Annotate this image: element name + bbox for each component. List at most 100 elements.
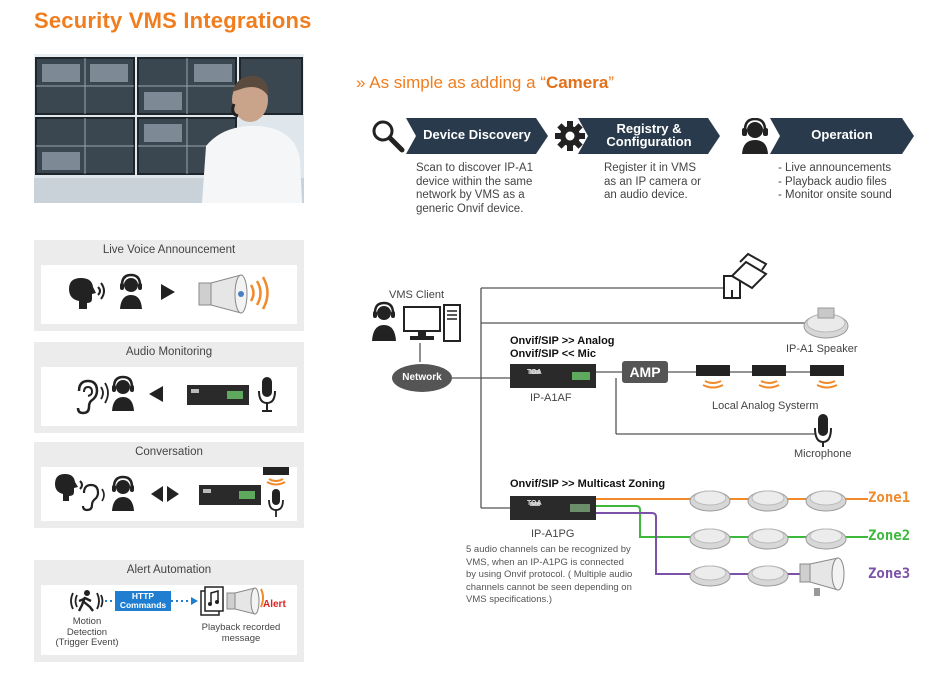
note-line: VMS specifications.) <box>466 594 553 605</box>
ip-a1af-device-icon <box>510 364 596 388</box>
alert-text: Alert <box>263 599 286 610</box>
sound-waves-icon <box>249 276 269 310</box>
http-label-line1: HTTP <box>131 591 155 601</box>
note-line: channels cannot be seen depending on <box>466 581 632 593</box>
desc-line: - Playback audio files <box>778 175 887 188</box>
zone2-speaker <box>805 528 847 550</box>
zone3-speaker <box>747 565 789 587</box>
vms-client-label: VMS Client <box>389 289 445 301</box>
http-commands-badge <box>115 591 171 611</box>
network-lines <box>419 287 815 509</box>
amp-box <box>622 361 668 383</box>
gear-icon <box>555 121 585 151</box>
page-title: Security VMS Integrations <box>34 8 312 33</box>
microphone-icon <box>268 489 284 517</box>
desc-line: Register it in VMS <box>604 162 697 174</box>
subtitle: » As simple as adding a “Camera” <box>356 73 614 93</box>
panel-inner <box>41 467 297 521</box>
cctv-camera-icon <box>723 252 768 299</box>
ear-icon <box>76 379 109 415</box>
zone2-label: Zone2 <box>868 528 911 544</box>
step-device-discovery-label: Device Discovery <box>423 127 531 142</box>
network-label: Network <box>402 372 442 383</box>
zone2-speaker <box>747 528 789 550</box>
operator-headset-icon <box>112 375 134 411</box>
operator-headset-icon <box>112 475 134 511</box>
horn-speaker-icon <box>226 587 260 615</box>
zone1-speaker <box>805 490 847 512</box>
ceiling-speaker-icon <box>263 467 289 486</box>
play-arrow-icon <box>161 284 175 300</box>
zone3-label: Zone3 <box>868 566 911 582</box>
zone2-speaker <box>689 528 731 550</box>
panel-audio-monitoring: Audio Monitoring <box>34 342 304 433</box>
note-line: VMS, when an IP-A1PG is connected <box>466 556 624 568</box>
desc-line: device within the same <box>416 175 533 188</box>
local-analog-label: Local Analog Systerm <box>712 400 819 412</box>
device-brand: TOA <box>527 500 542 507</box>
http-label-line2: Commands <box>119 600 167 610</box>
ip-a1pg-device-icon <box>510 496 596 520</box>
desc-line: Scan to discover IP-A1 <box>416 162 533 174</box>
operator-headset-icon <box>742 118 768 154</box>
desc-line: - Monitor onsite sound <box>778 189 892 201</box>
subtitle-bold: Camera <box>545 73 609 92</box>
microphone-label: Microphone <box>794 448 852 460</box>
desc-line: generic Onvif device. <box>416 202 524 215</box>
panel-conversation: Conversation <box>34 442 304 528</box>
step-device-discovery-desc: Scan to discover IP-A1 device within the… <box>416 162 533 216</box>
amp-label: AMP <box>629 364 661 380</box>
ip-a1af-label: IP-A1AF <box>530 392 572 404</box>
network-node <box>392 364 452 392</box>
ip-a1pg-label: IP-A1PG <box>531 528 575 540</box>
step-operation-label: Operation <box>811 127 873 142</box>
subtitle-prefix: » As simple as adding a “ <box>356 73 546 92</box>
ear-icon <box>81 483 105 512</box>
desc-line: network by VMS as a <box>416 189 525 201</box>
step-registry-label-line1: Registry & <box>616 121 682 136</box>
step-operation-desc: - Live announcements - Playback audio fi… <box>778 162 892 203</box>
note-line: 5 audio channels can be recognized by <box>466 544 631 555</box>
vms-client-workstation-icon <box>372 301 461 342</box>
multicast-label: Onvif/SIP >> Multicast Zoning <box>510 478 666 490</box>
zone1-speaker <box>689 490 731 512</box>
zone1-label: Zone1 <box>868 490 911 506</box>
analog-speaker-icon <box>696 365 730 389</box>
microphone-icon <box>814 414 832 447</box>
device-brand: TOA <box>527 369 542 376</box>
zone3-horn-speaker <box>799 557 845 596</box>
ip-a1pg-note: 5 audio channels can be recognized by VM… <box>466 544 632 607</box>
desc-line: as an IP camera or <box>604 175 701 188</box>
panel-live-voice: Live Voice Announcement <box>34 240 304 331</box>
analog-speaker-icon <box>810 365 844 389</box>
zone3-speaker <box>689 565 731 587</box>
panel-title: Conversation <box>34 442 304 463</box>
motion-label-line2: Detection <box>66 626 108 638</box>
receive-arrow-icon <box>149 386 163 402</box>
speaking-person-icon <box>55 474 83 501</box>
step-operation-arrow <box>770 118 914 154</box>
horn-speaker-icon <box>198 274 248 314</box>
zone-speakers <box>689 490 847 596</box>
panel-inner <box>41 367 297 426</box>
step-device-discovery-arrow <box>406 118 548 154</box>
audio-files-icon <box>200 586 224 616</box>
panel-inner <box>41 265 297 324</box>
analog-label-line2: Onvif/SIP << Mic <box>510 348 596 360</box>
playback-label-line1: Playback recorded <box>201 622 281 633</box>
bidirectional-arrow-icon <box>151 486 179 502</box>
step-registry-label-line2: Configuration <box>606 134 692 149</box>
desc-line: an audio device. <box>604 189 688 201</box>
vms-operator-photo <box>34 54 304 203</box>
panel-title: Audio Monitoring <box>34 342 304 363</box>
motion-detection-icon <box>70 590 104 612</box>
note-line: by using Onvif protocol. ( Multiple audi… <box>466 569 633 580</box>
panel-inner: HTTP Commands Alert Motion Detection (Tr… <box>41 585 297 655</box>
panel-title: Alert Automation <box>34 560 304 581</box>
zone1-speaker <box>747 490 789 512</box>
step-registry-arrow <box>578 118 720 154</box>
ip-audio-device-icon <box>199 485 261 505</box>
step-registry-desc: Register it in VMS as an IP camera or an… <box>604 162 701 203</box>
ip-a1-speaker-icon <box>803 307 849 339</box>
